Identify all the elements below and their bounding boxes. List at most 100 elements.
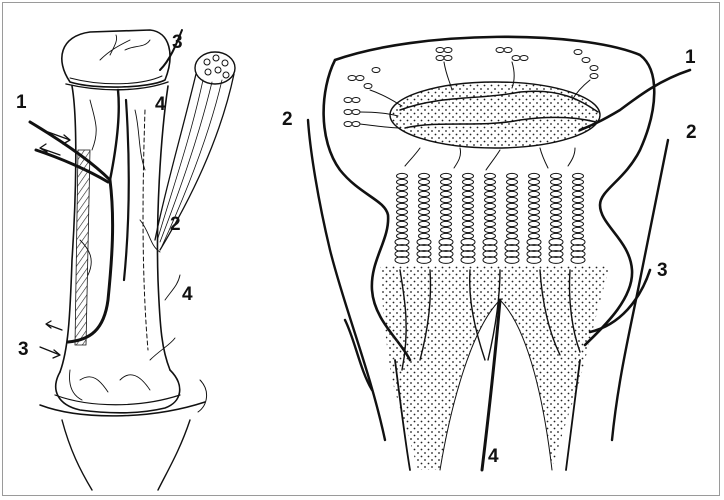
chondrocyte-cell [394, 238, 410, 246]
chondrocyte-cell [396, 178, 408, 186]
chondrocyte-cell [572, 220, 584, 228]
chondrocyte-cell [506, 208, 518, 216]
chondrocyte-cell [550, 196, 562, 204]
left-label-1: 1 [16, 92, 27, 113]
chondrocyte-cell [394, 256, 410, 264]
chondrocyte-cell [570, 238, 586, 246]
chondrocyte-cell [396, 184, 408, 192]
chondrocyte-cell [528, 184, 540, 192]
chondrocyte-cell [462, 184, 474, 192]
chondrocyte-cell [550, 220, 562, 228]
chondrocyte-cell [462, 214, 474, 222]
chondrocyte-cell [396, 232, 408, 240]
chondrocyte-cell [440, 178, 452, 186]
chondrocyte-cell [504, 256, 520, 264]
right-label-2-right: 2 [686, 122, 697, 143]
chondrocyte-cell [394, 250, 410, 258]
chondrocyte-cell [528, 172, 540, 180]
chondrocyte-cell [506, 220, 518, 228]
chondrocyte-cell [572, 232, 584, 240]
chondrocyte-cell [396, 220, 408, 228]
chondrocyte-cell [550, 172, 562, 180]
chondrocyte-cell [462, 208, 474, 216]
chondrocyte-cell [572, 178, 584, 186]
chondrocyte-cell [440, 196, 452, 204]
left-label-4-lower: 4 [182, 284, 193, 305]
chondrocyte-cell [484, 184, 496, 192]
epiphysis-outline [322, 35, 656, 362]
growth-plate [65, 81, 169, 91]
chondrocyte-cell [572, 214, 584, 222]
chondrocyte-cell [460, 250, 476, 258]
chondrocyte-cell [440, 184, 452, 192]
chondrocyte-cell [482, 238, 498, 246]
cortical-bone [74, 149, 91, 346]
epiphyseal-artery [578, 68, 692, 132]
chondrocyte-cell [396, 226, 408, 234]
chondrocyte-cell [572, 172, 584, 180]
chondrocyte-cell [418, 220, 430, 228]
chondrocyte-cell [462, 196, 474, 204]
chondrocyte-cell [526, 256, 542, 264]
chondrocyte-cell [440, 220, 452, 228]
chondrocyte-cell [528, 178, 540, 186]
right-label-3: 3 [657, 260, 668, 281]
chondrocyte-cell [484, 208, 496, 216]
chondrocyte-cell [528, 190, 540, 198]
figure-frame [2, 2, 720, 496]
metaphyseal-artery [588, 268, 652, 334]
chondrocyte-cell [394, 244, 410, 252]
chondrocyte-cell [528, 220, 540, 228]
chondrocyte-cell [484, 220, 496, 228]
chondrocyte-cell [528, 232, 540, 240]
left-label-2: 2 [170, 214, 181, 235]
chondrocyte-cell [418, 226, 430, 234]
chondrocyte-cell [528, 202, 540, 210]
chondrocyte-cell [484, 226, 496, 234]
long-bone-diagram [28, 29, 236, 491]
chondrocyte-cell [484, 196, 496, 204]
left-label-3-top: 3 [172, 32, 183, 53]
chondrocyte-cell [482, 256, 498, 264]
chondrocyte-cell [440, 202, 452, 210]
chondrocyte-cell [548, 238, 564, 246]
chondrocyte-cell [438, 256, 454, 264]
chondrocyte-cell [550, 178, 562, 186]
muscle-bundle [194, 51, 236, 85]
chondrocyte-cell [550, 226, 562, 234]
chondrocyte-cell [484, 202, 496, 210]
chondrocyte-cell [396, 202, 408, 210]
chondrocyte-cell [396, 214, 408, 222]
proximal-epiphysis [61, 29, 171, 88]
chondrocyte-cell [462, 202, 474, 210]
chondrocyte-cell [548, 244, 564, 252]
chondrocyte-cell [440, 232, 452, 240]
chondrocyte-cell [484, 178, 496, 186]
distal-epiphysis [55, 369, 181, 414]
chondrocyte-cell [572, 226, 584, 234]
chondrocyte-cell [418, 190, 430, 198]
chondrocyte-cell [504, 244, 520, 252]
chondrocyte-cell [506, 226, 518, 234]
chondrocyte-cell [416, 244, 432, 252]
proliferative-columns [394, 172, 586, 264]
chondrocyte-cell [396, 190, 408, 198]
ossification-center [389, 81, 601, 149]
chondrocyte-cell [418, 184, 430, 192]
chondrocyte-cell [416, 238, 432, 246]
chondrocyte-cell [548, 256, 564, 264]
chondrocyte-cell [550, 208, 562, 216]
chondrocyte-cell [528, 208, 540, 216]
chondrocyte-cell [570, 244, 586, 252]
chondrocyte-cell [440, 190, 452, 198]
chondrocyte-cell [418, 232, 430, 240]
chondrocyte-cell [550, 232, 562, 240]
chondrocyte-cell [438, 244, 454, 252]
nutrient-artery [28, 120, 115, 344]
chondrocyte-cell [416, 256, 432, 264]
joint-surface [39, 401, 206, 417]
chondrocyte-cell [506, 190, 518, 198]
chondrocyte-cell [462, 172, 474, 180]
right-label-2-left: 2 [282, 109, 293, 130]
chondrocyte-cell [572, 196, 584, 204]
